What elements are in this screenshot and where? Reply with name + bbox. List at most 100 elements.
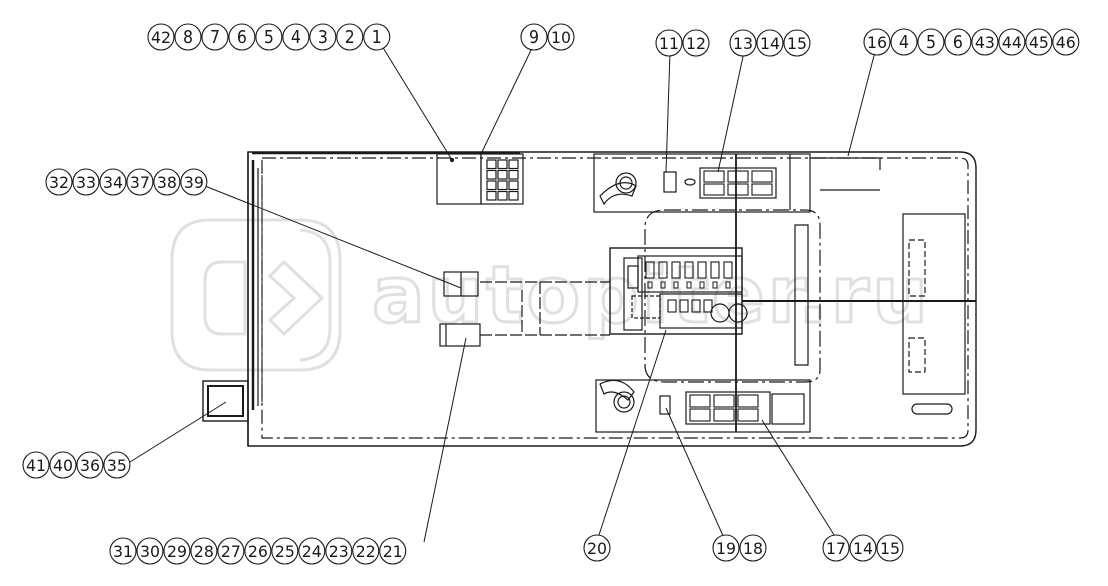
leader-lines: [129, 45, 877, 543]
console-switch-base: [712, 281, 718, 289]
callout-number: 28: [194, 542, 214, 561]
callout-9: 9: [520, 23, 548, 51]
relay-cell: [508, 159, 519, 170]
console-switch-base: [647, 281, 653, 289]
callout-number: 16: [867, 33, 887, 52]
callout-number: 44: [1002, 33, 1022, 52]
switch-top-cells: [703, 170, 773, 196]
callout-circle: [971, 28, 999, 56]
callout-12: 12: [682, 29, 710, 57]
relay-cell: [486, 180, 497, 191]
cab-outer-outline: [247, 151, 977, 447]
callout-number: 19: [716, 539, 736, 558]
callout-circle: [99, 168, 127, 196]
callout-circle: [282, 23, 310, 51]
switch-cell: [737, 408, 759, 422]
console-switch: [697, 261, 707, 279]
console-switch-base: [686, 281, 692, 289]
callout-circle: [682, 29, 710, 57]
callout-17: 17: [822, 534, 850, 562]
leader-11-12: [665, 51, 671, 173]
callout-20: 20: [583, 534, 611, 562]
switch-bottom-cells: [689, 394, 759, 422]
callout-16: 16: [863, 28, 891, 56]
callout-40: 40: [49, 451, 77, 479]
callout-27: 27: [217, 537, 245, 565]
switch-cell: [713, 408, 735, 422]
callout-circle: [180, 168, 208, 196]
leader-16: [847, 47, 877, 157]
battery-box: [202, 380, 249, 422]
callout-28: 28: [190, 537, 218, 565]
callout-34: 34: [99, 168, 127, 196]
callout-10: 10: [547, 23, 575, 51]
callout-circle: [822, 534, 850, 562]
callout-circle: [583, 534, 611, 562]
console-switch: [658, 261, 668, 279]
callout-circle: [72, 168, 100, 196]
callout-number: 39: [184, 173, 204, 192]
callout-41: 41: [22, 451, 50, 479]
console-switch-lower: [703, 299, 713, 313]
callout-6: 6: [944, 28, 972, 56]
callout-number: 5: [926, 32, 936, 53]
leader-21-31: [423, 337, 467, 543]
console-switch: [710, 261, 720, 279]
console-switch: [671, 261, 681, 279]
relay-cell: [486, 159, 497, 170]
callout-circle: [876, 534, 904, 562]
switch-cell: [703, 183, 725, 196]
callout-circle: [917, 28, 945, 56]
relay-cell: [508, 190, 519, 201]
relay-cell: [497, 180, 508, 191]
callout-number: 34: [103, 173, 123, 192]
callout-circle: [147, 23, 175, 51]
callout-number: 2: [345, 27, 355, 48]
callout-number: 3: [318, 27, 328, 48]
callout-5: 5: [917, 28, 945, 56]
callout-circle: [309, 23, 337, 51]
callout-13: 13: [729, 29, 757, 57]
callout-number: 26: [248, 542, 268, 561]
rear-bench: [902, 213, 966, 395]
relay-cell: [508, 180, 519, 191]
console-switch-lower: [667, 299, 677, 313]
leader-20: [597, 329, 667, 539]
callout-circle: [45, 168, 73, 196]
callout-19: 19: [712, 534, 740, 562]
callout-circle: [217, 537, 245, 565]
callout-number: 23: [329, 542, 349, 561]
switch-cell: [727, 170, 749, 183]
switch-panel-bottom: [685, 391, 771, 425]
callout-number: 27: [221, 542, 241, 561]
callout-number: 11: [659, 34, 679, 53]
leader-32-39: [199, 183, 462, 289]
console-gauges: [710, 303, 748, 323]
callout-number: 30: [140, 542, 160, 561]
callout-number: 14: [853, 539, 873, 558]
leader-13-15: [717, 51, 745, 173]
callout-number: 1: [372, 27, 382, 48]
callout-circle: [756, 29, 784, 57]
callout-37: 37: [126, 168, 154, 196]
callout-15: 15: [876, 534, 904, 562]
callout-number: 9: [529, 27, 539, 48]
console-switch-base: [660, 281, 666, 289]
switch-cell: [689, 408, 711, 422]
callout-circle: [271, 537, 299, 565]
callout-circle: [1052, 28, 1080, 56]
lever-top: [599, 172, 637, 206]
callout-circle: [153, 168, 181, 196]
callout-6: 6: [228, 23, 256, 51]
callout-number: 33: [76, 173, 96, 192]
callout-number: 29: [167, 542, 187, 561]
callout-number: 41: [26, 456, 46, 475]
callout-14: 14: [756, 29, 784, 57]
callout-circle: [103, 451, 131, 479]
cab-inner-dashed-outline: [261, 157, 969, 439]
callout-circle: [163, 537, 191, 565]
